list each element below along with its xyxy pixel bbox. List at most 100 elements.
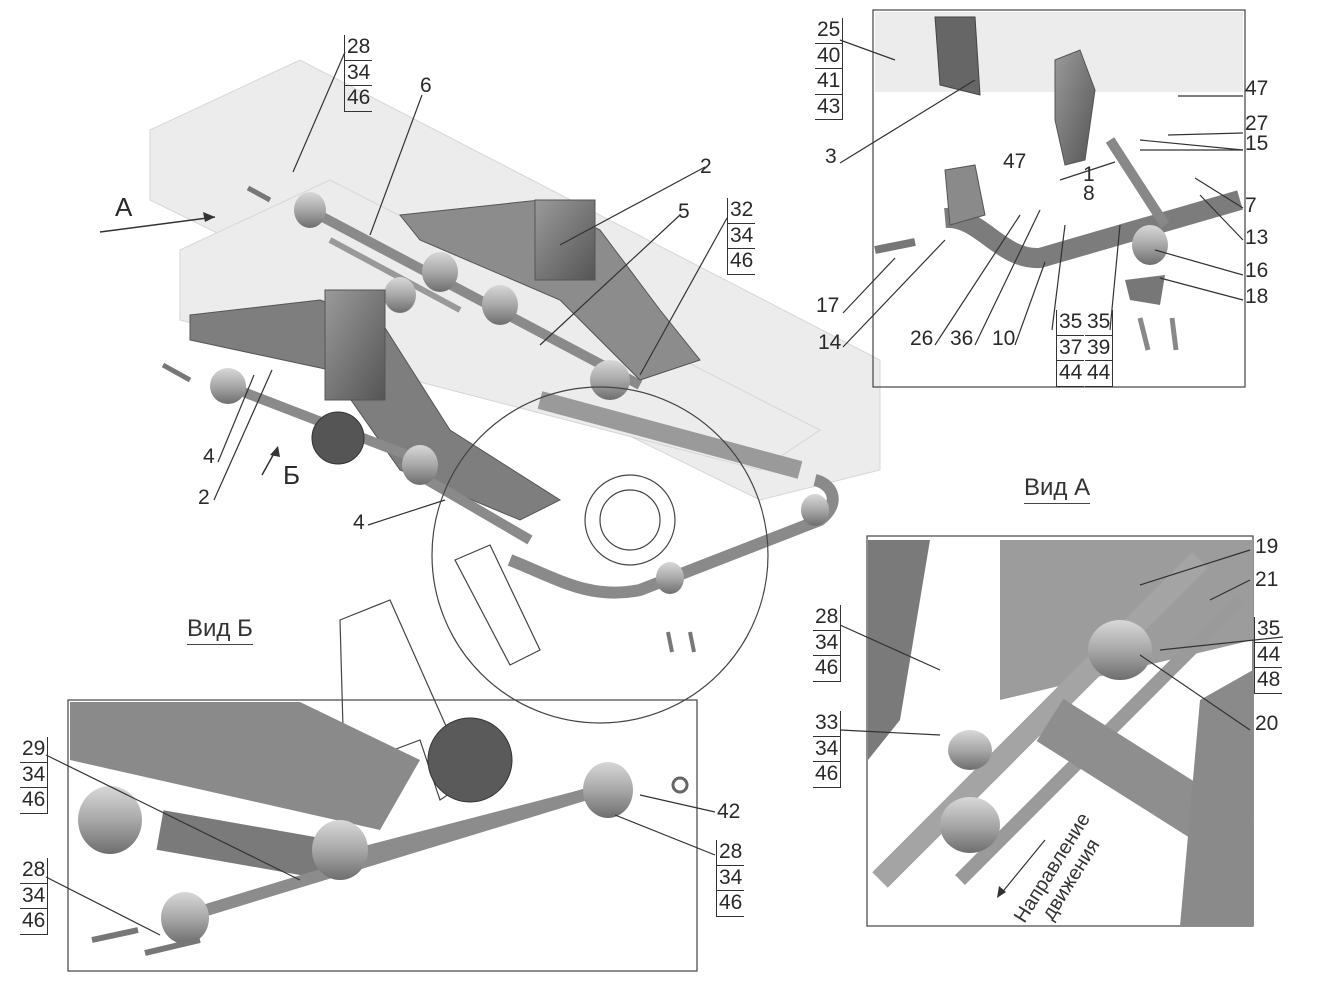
view-arrow-a <box>99 216 216 233</box>
bolt <box>666 631 674 653</box>
reaction-rod-upper-2 <box>328 237 462 313</box>
callout-number: 34 <box>20 763 48 788</box>
callout-4-left: 4 <box>203 445 215 468</box>
callout-number: 34 <box>813 737 841 762</box>
bolt <box>161 362 192 383</box>
callout-number: 28 <box>345 35 373 61</box>
view-b-title: Вид Б <box>187 615 253 645</box>
callout-number: 48 <box>1255 668 1283 694</box>
leader-lines-detail-top <box>839 39 1244 348</box>
callout-2-top: 2 <box>700 155 712 178</box>
callout-15: 15 <box>1245 132 1269 155</box>
callout-2-left: 2 <box>198 486 210 509</box>
callout-number: 46 <box>813 762 841 788</box>
callout-4-bottom: 4 <box>353 511 365 534</box>
callout-13: 13 <box>1245 226 1269 249</box>
callout-10: 10 <box>992 327 1016 350</box>
axle-beam <box>537 391 803 479</box>
view-b-frame <box>67 699 698 972</box>
view-arrow-b-label: Б <box>283 460 301 490</box>
callout-number: 34 <box>813 631 841 656</box>
rod-bushing <box>210 368 246 404</box>
callout-number: 28 <box>717 840 745 866</box>
callout-28-34-46-view-a: 28 34 46 <box>813 605 842 682</box>
view-a-title: Вид А <box>1024 474 1091 504</box>
rod-bushing <box>590 360 630 400</box>
callout-25-40-41-43: 25 40 41 43 <box>815 18 844 120</box>
direction-arrow-head <box>997 886 1006 898</box>
callout-27: 27 <box>1245 112 1269 135</box>
rod-bushing <box>384 277 416 313</box>
stabilizer-bushing <box>801 494 829 526</box>
rod-bushing <box>294 192 326 228</box>
wheel-hub <box>311 411 365 465</box>
callout-19: 19 <box>1255 535 1279 558</box>
callout-number: 44 <box>1057 361 1085 387</box>
callout-29-34-46: 29 34 46 <box>20 737 49 814</box>
callout-number: 46 <box>717 891 745 917</box>
stabilizer-bushing <box>656 562 684 594</box>
callout-32-34-46: 32 34 46 <box>727 198 756 275</box>
bracket-lower <box>324 289 386 401</box>
callout-47-mid: 47 <box>1003 150 1027 173</box>
callout-35-39-44: 35 39 44 <box>1085 310 1114 387</box>
view-a-parts <box>868 540 1254 926</box>
callout-number: 34 <box>345 61 373 86</box>
callout-number: 32 <box>728 198 756 224</box>
callout-number: 41 <box>815 69 843 95</box>
callout-8: 8 <box>1083 182 1095 205</box>
callout-1: 1 <box>1083 163 1095 186</box>
stabilizer-bar <box>507 474 839 599</box>
reaction-rod-lower-2 <box>407 465 533 545</box>
callout-number: 39 <box>1085 336 1113 361</box>
callout-21: 21 <box>1255 568 1279 591</box>
callout-number: 35 <box>1057 310 1085 336</box>
detail-top-parts <box>874 12 1243 351</box>
callout-number: 46 <box>813 656 841 682</box>
callout-number: 28 <box>20 858 48 884</box>
bracket-upper <box>534 199 596 281</box>
callout-number: 29 <box>20 737 48 763</box>
callout-number: 44 <box>1255 643 1283 668</box>
callout-7: 7 <box>1245 194 1257 217</box>
callout-number: 44 <box>1085 361 1113 387</box>
bolt <box>688 631 696 653</box>
callout-number: 28 <box>813 605 841 631</box>
callout-number: 46 <box>20 909 48 935</box>
callout-number: 46 <box>728 249 756 275</box>
callout-42: 42 <box>717 800 741 823</box>
callout-number: 35 <box>1085 310 1113 336</box>
callout-18: 18 <box>1245 285 1269 308</box>
bolt <box>246 185 272 203</box>
callout-number: 43 <box>815 95 843 120</box>
callout-number: 25 <box>815 18 843 44</box>
callout-3: 3 <box>825 145 837 168</box>
main-suspension-assembly <box>161 185 839 653</box>
rod-bushing <box>402 445 438 485</box>
callout-number: 46 <box>20 788 48 814</box>
callout-20: 20 <box>1255 712 1279 735</box>
callout-26: 26 <box>910 327 934 350</box>
leader-lines-view-a <box>839 549 1284 736</box>
rod-bushing <box>482 285 518 325</box>
callout-28-34-46-view-b-right: 28 34 46 <box>716 840 745 917</box>
view-arrow-b-head <box>270 446 280 457</box>
callout-5: 5 <box>678 200 690 223</box>
leader-lines-view-b <box>45 754 716 936</box>
callout-number: 33 <box>813 711 841 737</box>
callout-16: 16 <box>1245 259 1269 282</box>
callout-number: 34 <box>728 224 756 249</box>
view-arrow-a-label: А <box>115 192 133 222</box>
view-arrow-a-head <box>203 212 215 222</box>
callout-35-44-48: 35 44 48 <box>1254 617 1283 694</box>
view-b-parts <box>70 702 689 956</box>
callout-14: 14 <box>818 331 842 354</box>
callout-6: 6 <box>420 74 432 97</box>
callout-28-34-46-top: 28 34 46 <box>344 35 373 112</box>
direction-arrow <box>999 839 1046 896</box>
callout-28-34-46-view-b-left: 28 34 46 <box>20 858 49 935</box>
rod-bushing <box>422 252 458 292</box>
callout-36: 36 <box>950 327 974 350</box>
callout-number: 37 <box>1057 336 1085 361</box>
